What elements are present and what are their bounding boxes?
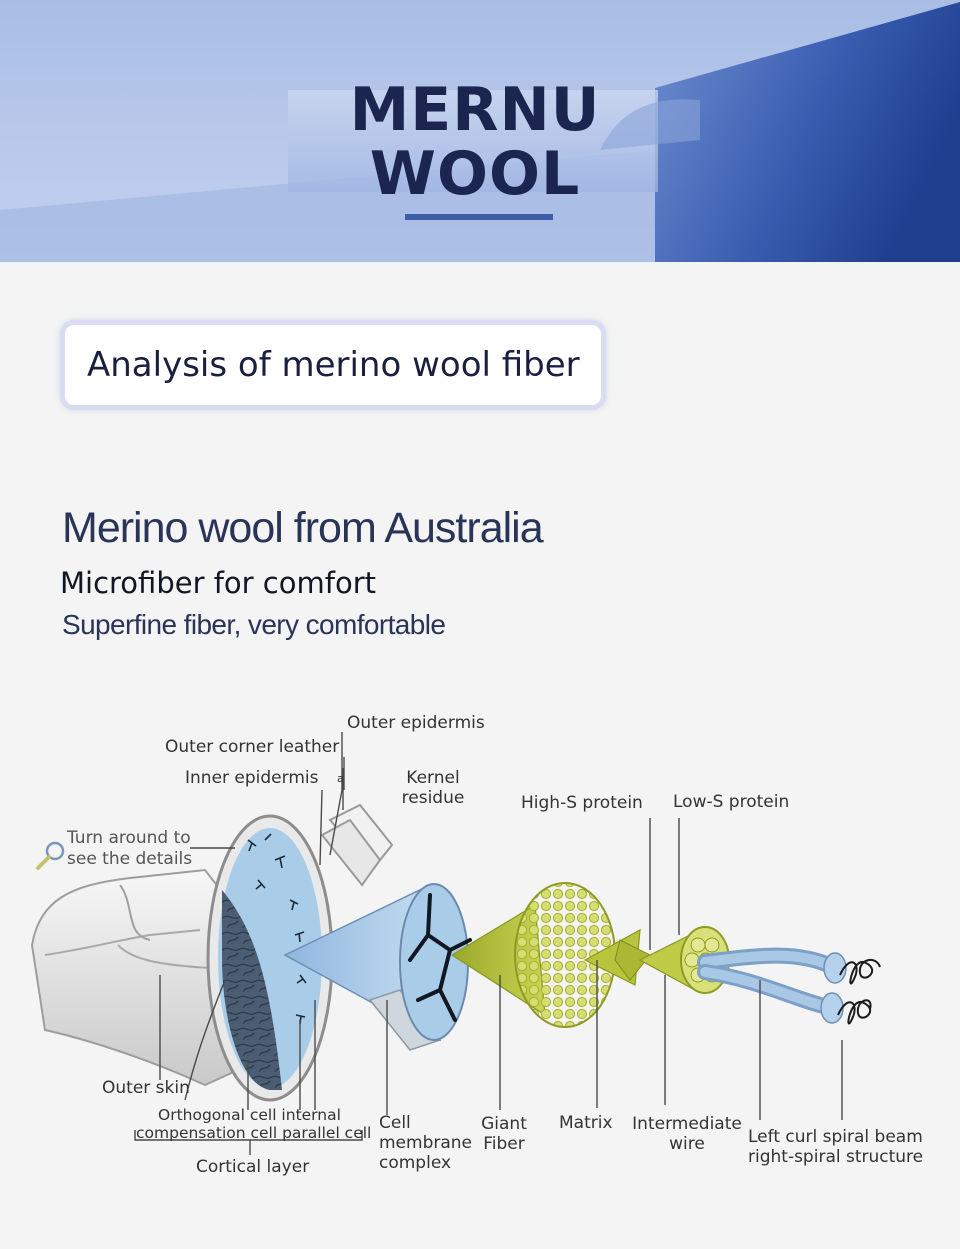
label-cell-membrane-line3: complex bbox=[379, 1153, 452, 1173]
label-cell-membrane-line2: membrane bbox=[379, 1133, 473, 1153]
label-kernel-residue: Kernel residue bbox=[394, 768, 472, 808]
brand-underline bbox=[405, 214, 553, 220]
label-giant-fiber-line1: Giant bbox=[481, 1114, 527, 1134]
label-cell-membrane-complex: Cell membrane complex bbox=[379, 1113, 472, 1173]
label-matrix: Matrix bbox=[559, 1113, 613, 1133]
origin-heading: Merino wool from Australia bbox=[62, 504, 544, 552]
label-cell-membrane-line1: Cell bbox=[379, 1113, 411, 1133]
label-inner-epidermis: Inner epidermis bbox=[185, 768, 319, 788]
label-kernel-residue-line1: Kernel bbox=[406, 768, 460, 788]
label-intermediate-wire-line2: wire bbox=[669, 1134, 705, 1154]
label-spiral-line1: Left curl spiral beam bbox=[748, 1127, 923, 1147]
header-banner: MERNU WOOL bbox=[0, 0, 960, 262]
protofibril-strands bbox=[697, 947, 881, 1025]
label-spiral-line2: right-spiral structure bbox=[748, 1147, 924, 1167]
brand-title-line1: MERNU bbox=[349, 75, 601, 145]
magnifier-icon[interactable] bbox=[36, 841, 65, 870]
label-kernel-residue-line2: residue bbox=[401, 788, 465, 808]
microfibril-bundle bbox=[450, 882, 730, 1028]
label-compensation-cell: compensation cell parallel cell bbox=[136, 1124, 372, 1142]
label-orthogonal-cell: Orthogonal cell internal bbox=[158, 1106, 341, 1124]
brand-title: MERNU WOOL bbox=[300, 78, 650, 206]
details-hint-line2: see the details bbox=[67, 849, 193, 869]
label-high-s-protein: High-S protein bbox=[521, 793, 643, 813]
kernel-residue-layers bbox=[320, 803, 394, 887]
label-outer-corner-leather: Outer corner leather bbox=[165, 737, 340, 757]
label-outer-epidermis: Outer epidermis bbox=[347, 713, 485, 733]
banner-background-art bbox=[0, 2, 960, 262]
superfine-subheading: Superfine fiber, very comfortable bbox=[62, 609, 446, 640]
label-outer-skin: Outer skin bbox=[102, 1078, 190, 1098]
label-spiral-structure: Left curl spiral beam right-spiral struc… bbox=[748, 1127, 923, 1167]
label-intermediate-wire-line1: Intermediate bbox=[632, 1114, 742, 1134]
label-low-s-protein: Low-S protein bbox=[673, 792, 790, 812]
microfiber-heading: Microfiber for comfort bbox=[60, 566, 376, 600]
cortex-cross-section bbox=[206, 814, 334, 1102]
section-title: Analysis of merino wool fiber bbox=[87, 345, 580, 385]
section-title-card: Analysis of merino wool fiber bbox=[60, 320, 606, 410]
outer-skin-scale bbox=[30, 868, 240, 1087]
brand-title-line2: WOOL bbox=[369, 139, 581, 209]
leader-lines bbox=[134, 732, 843, 1155]
details-hint-line1: Turn around to bbox=[67, 828, 191, 848]
details-hint[interactable]: Turn around to see the details bbox=[67, 828, 192, 870]
label-giant-fiber-line2: Fiber bbox=[483, 1134, 525, 1154]
label-marker-a: a bbox=[337, 772, 344, 785]
label-giant-fiber: Giant Fiber bbox=[474, 1114, 534, 1154]
label-cortical-layer: Cortical layer bbox=[196, 1157, 310, 1177]
label-intermediate-wire: Intermediate wire bbox=[628, 1114, 746, 1154]
